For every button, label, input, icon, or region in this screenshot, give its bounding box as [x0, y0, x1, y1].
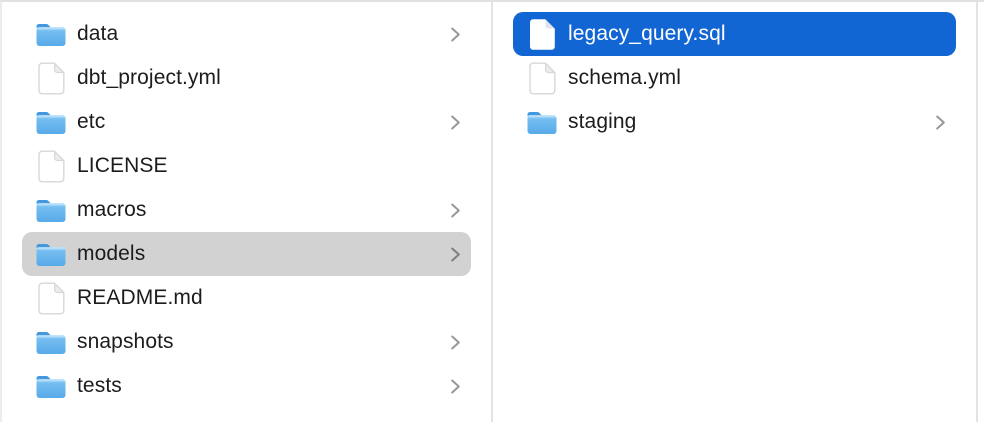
chevron-right-icon: [450, 246, 461, 263]
document-icon: [526, 61, 558, 95]
column-divider: [491, 2, 493, 422]
folder-row[interactable]: data: [22, 12, 471, 56]
item-label: tests: [77, 374, 122, 397]
item-label: macros: [77, 198, 147, 221]
chevron-right-icon: [450, 202, 461, 219]
item-label: dbt_project.yml: [77, 66, 221, 89]
folder-icon: [35, 325, 67, 359]
column-divider: [976, 2, 978, 422]
file-row[interactable]: README.md: [22, 276, 471, 320]
document-icon: [35, 61, 67, 95]
folder-row[interactable]: tests: [22, 364, 471, 408]
folder-row[interactable]: staging: [513, 100, 956, 144]
item-label: models: [77, 242, 146, 265]
file-row[interactable]: LICENSE: [22, 144, 471, 188]
finder-column-right: legacy_query.sql schema.yml staging: [493, 2, 976, 422]
folder-row[interactable]: etc: [22, 100, 471, 144]
chevron-right-icon: [450, 114, 461, 131]
file-row[interactable]: dbt_project.yml: [22, 56, 471, 100]
folder-icon: [35, 369, 67, 403]
chevron-right-icon: [935, 114, 946, 131]
finder-column-empty: [978, 2, 984, 422]
item-label: LICENSE: [77, 154, 168, 177]
folder-icon: [526, 105, 558, 139]
item-label: staging: [568, 110, 637, 133]
file-row[interactable]: legacy_query.sql: [513, 12, 956, 56]
chevron-right-icon: [450, 334, 461, 351]
folder-icon: [35, 17, 67, 51]
folder-row[interactable]: snapshots: [22, 320, 471, 364]
folder-icon: [35, 193, 67, 227]
item-label: snapshots: [77, 330, 174, 353]
document-icon: [35, 149, 67, 183]
folder-icon: [35, 105, 67, 139]
folder-row[interactable]: models: [22, 232, 471, 276]
item-label: schema.yml: [568, 66, 682, 89]
item-label: data: [77, 22, 119, 45]
file-row[interactable]: schema.yml: [513, 56, 956, 100]
document-icon: [526, 17, 558, 51]
item-label: legacy_query.sql: [568, 22, 726, 45]
item-label: etc: [77, 110, 106, 133]
folder-icon: [35, 237, 67, 271]
document-icon: [35, 281, 67, 315]
item-label: README.md: [77, 286, 203, 309]
folder-row[interactable]: macros: [22, 188, 471, 232]
chevron-right-icon: [450, 378, 461, 395]
chevron-right-icon: [450, 26, 461, 43]
